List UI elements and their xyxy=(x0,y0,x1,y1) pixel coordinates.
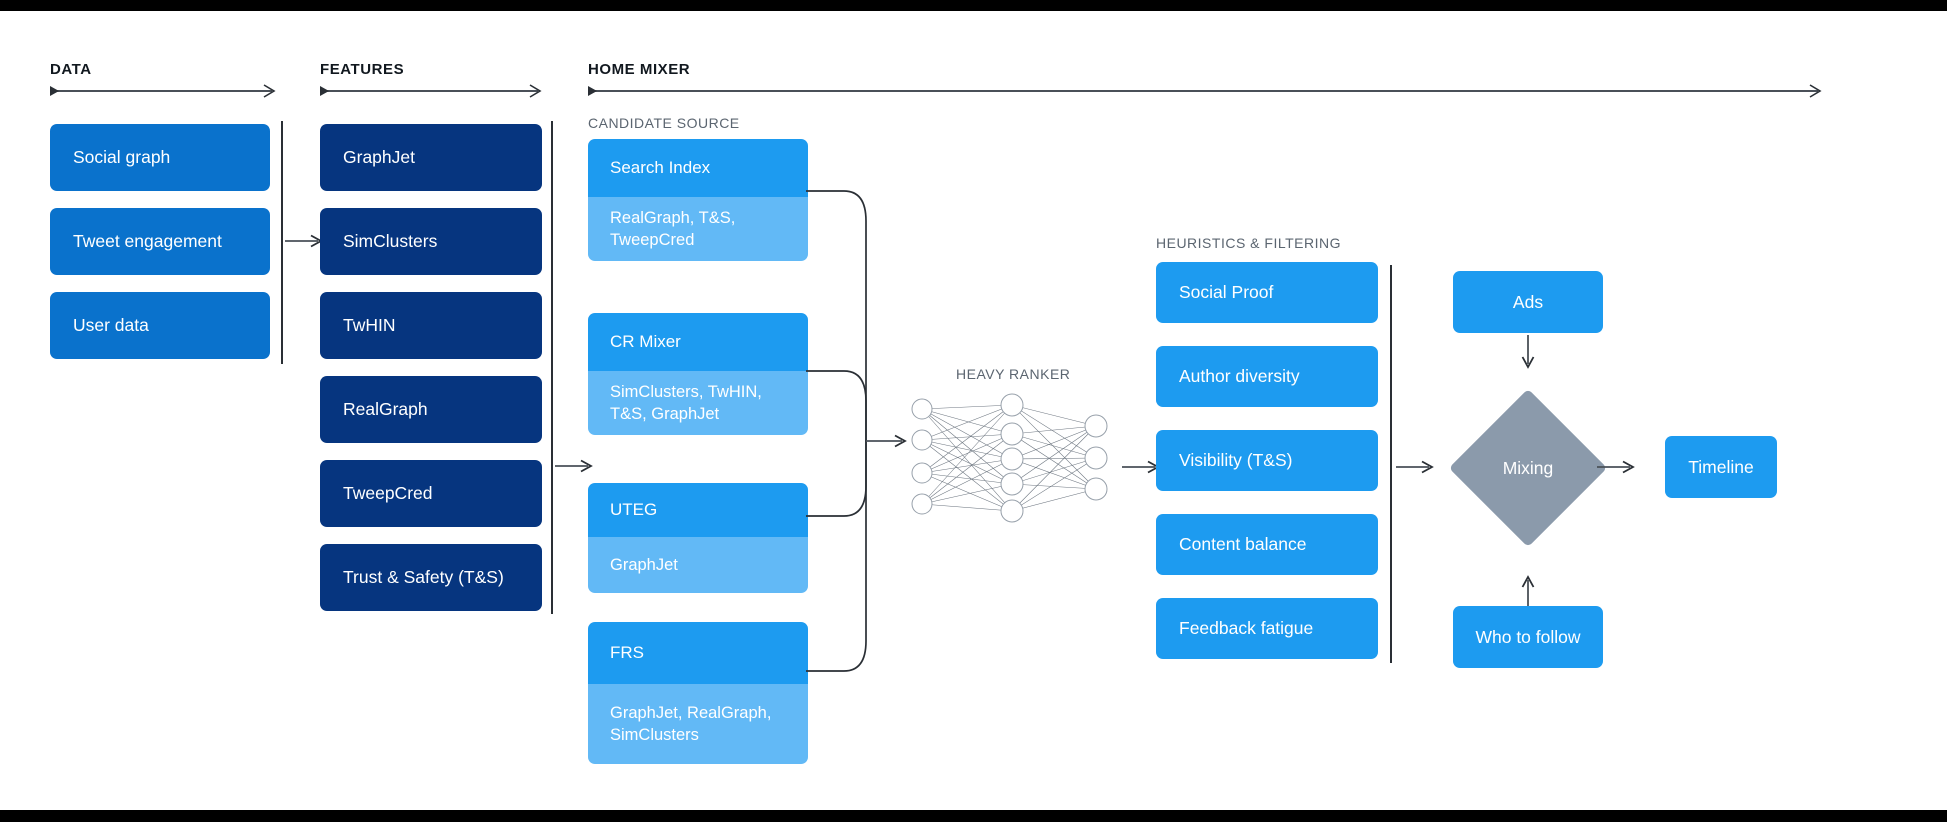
candidate-source-name: Search Index xyxy=(588,139,808,197)
candidate-source-features: RealGraph, T&S, TweepCred xyxy=(588,197,808,261)
feature-card-graphjet[interactable]: GraphJet xyxy=(320,124,542,191)
output-card-label: Who to follow xyxy=(1475,626,1581,647)
diagram-surface: DATA FEATURES HOME MIXER CANDIDA xyxy=(0,11,1947,810)
sub-label-candidate-source: CANDIDATE SOURCE xyxy=(588,115,740,131)
sub-label-heuristics: HEURISTICS & FILTERING xyxy=(1156,235,1341,251)
candidate-source-name: FRS xyxy=(588,622,808,684)
candidate-source-name: UTEG xyxy=(588,483,808,537)
data-card-label: Social graph xyxy=(73,147,171,168)
arrow-ads-to-mixing xyxy=(1521,335,1535,371)
feature-card-tweepcred[interactable]: TweepCred xyxy=(320,460,542,527)
feature-card-realgraph[interactable]: RealGraph xyxy=(320,376,542,443)
output-card-timeline[interactable]: Timeline xyxy=(1665,436,1777,498)
section-arrow-features xyxy=(320,84,544,98)
candidate-source-card-uteg[interactable]: UTEG GraphJet xyxy=(588,483,808,593)
data-card-label: User data xyxy=(73,315,149,336)
output-card-who-to-follow[interactable]: Who to follow xyxy=(1453,606,1603,668)
output-card-label: Timeline xyxy=(1688,456,1754,477)
candidate-source-features: SimClusters, TwHIN, T&S, GraphJet xyxy=(588,371,808,435)
arrow-heuristics-to-mixing xyxy=(1396,460,1436,474)
feature-card-twhin[interactable]: TwHIN xyxy=(320,292,542,359)
output-card-label: Ads xyxy=(1512,291,1544,312)
feature-card-label: Trust & Safety (T&S) xyxy=(343,567,504,588)
heuristic-card-label: Content balance xyxy=(1179,534,1307,555)
candidate-source-features: GraphJet, RealGraph, SimClusters xyxy=(588,684,808,764)
mixing-node[interactable] xyxy=(1448,388,1608,548)
feature-card-label: SimClusters xyxy=(343,231,438,252)
data-card-tweet-engagement[interactable]: Tweet engagement xyxy=(50,208,270,275)
data-card-user-data[interactable]: User data xyxy=(50,292,270,359)
arrow-who-to-follow-to-mixing xyxy=(1521,573,1535,609)
heuristic-card-feedback-fatigue[interactable]: Feedback fatigue xyxy=(1156,598,1378,659)
mixing-diamond-shape xyxy=(1448,388,1608,548)
heuristic-card-social-proof[interactable]: Social Proof xyxy=(1156,262,1378,323)
feature-card-simclusters[interactable]: SimClusters xyxy=(320,208,542,275)
heuristic-card-author-diversity[interactable]: Author diversity xyxy=(1156,346,1378,407)
connector-candidate-sources-to-ranker xyxy=(806,190,916,691)
heuristic-card-content-balance[interactable]: Content balance xyxy=(1156,514,1378,575)
heuristic-card-label: Author diversity xyxy=(1179,366,1300,387)
data-card-social-graph[interactable]: Social graph xyxy=(50,124,270,191)
arrow-mixing-to-timeline xyxy=(1597,460,1637,474)
feature-card-label: RealGraph xyxy=(343,399,428,420)
candidate-source-card-search-index[interactable]: Search Index RealGraph, T&S, TweepCred xyxy=(588,139,808,261)
output-card-ads[interactable]: Ads xyxy=(1453,271,1603,333)
divider-data-features xyxy=(281,121,283,364)
divider-features-homemixer xyxy=(551,121,553,614)
feature-card-trust-safety[interactable]: Trust & Safety (T&S) xyxy=(320,544,542,611)
candidate-source-card-cr-mixer[interactable]: CR Mixer SimClusters, TwHIN, T&S, GraphJ… xyxy=(588,313,808,435)
section-label-data: DATA xyxy=(50,61,92,78)
arrow-features-to-candidate-source xyxy=(555,459,595,473)
section-arrow-home-mixer xyxy=(588,84,1824,98)
divider-heuristics-mixing xyxy=(1390,265,1392,663)
heuristic-card-label: Social Proof xyxy=(1179,282,1274,303)
heavy-ranker-neural-network xyxy=(900,393,1120,523)
feature-card-label: TwHIN xyxy=(343,315,396,336)
candidate-source-card-frs[interactable]: FRS GraphJet, RealGraph, SimClusters xyxy=(588,622,808,764)
arrow-data-to-features xyxy=(285,234,325,248)
candidate-source-features: GraphJet xyxy=(588,537,808,593)
feature-card-label: TweepCred xyxy=(343,483,433,504)
section-arrow-data xyxy=(50,84,278,98)
heuristic-card-label: Visibility (T&S) xyxy=(1179,450,1293,471)
sub-label-heavy-ranker: HEAVY RANKER xyxy=(956,366,1071,382)
heuristic-card-visibility[interactable]: Visibility (T&S) xyxy=(1156,430,1378,491)
section-label-features: FEATURES xyxy=(320,61,405,78)
section-label-home-mixer: HOME MIXER xyxy=(588,61,691,78)
candidate-source-name: CR Mixer xyxy=(588,313,808,371)
heuristic-card-label: Feedback fatigue xyxy=(1179,618,1314,639)
data-card-label: Tweet engagement xyxy=(73,231,222,252)
feature-card-label: GraphJet xyxy=(343,147,415,168)
